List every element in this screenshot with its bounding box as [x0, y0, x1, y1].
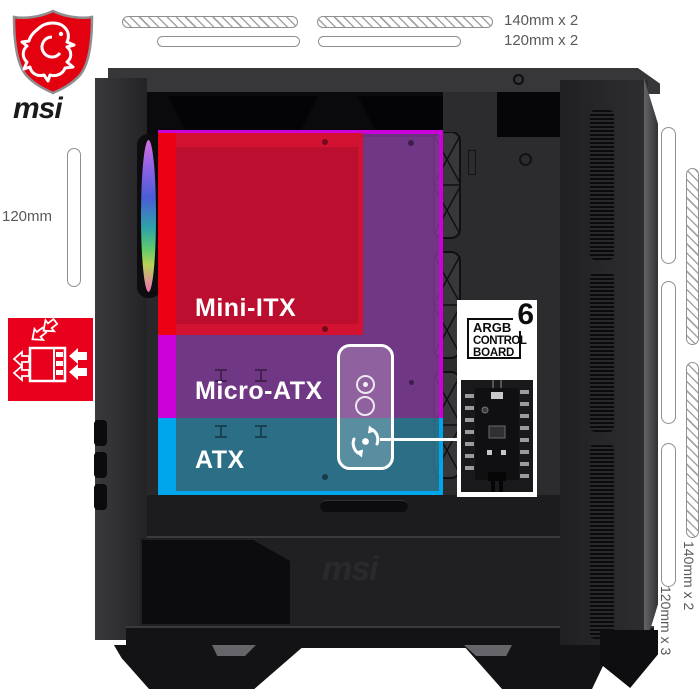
screw-dot [408, 140, 414, 146]
airflow-direction-icon [8, 318, 93, 401]
case-foot-left [113, 645, 305, 689]
top-fan-slot-140-1 [122, 16, 298, 28]
foot-accent [212, 645, 256, 656]
front-fan-slot-120 [67, 148, 81, 287]
top-fan-cutout [168, 96, 318, 132]
standoff-hole [355, 396, 375, 416]
vent-strip [590, 272, 614, 432]
overlay-micro-atx-border [158, 130, 443, 134]
side-fan-slot-120-2 [661, 281, 676, 424]
side-fan-slot-140-2 [686, 362, 699, 538]
side-fan-slot-140-1 [686, 168, 699, 345]
overlay-atx-border [158, 491, 443, 495]
argb-board-photo [461, 380, 533, 492]
top-fan-slot-120-1 [157, 36, 300, 47]
front-panel-tab [94, 484, 107, 510]
top-fan-label-140: 140mm x 2 [504, 12, 579, 29]
standoff-mark [215, 425, 227, 438]
overlay-label-atx: ATX [195, 446, 245, 474]
side-fan-label-120: 120mm x 3 [658, 586, 674, 656]
overlay-mini-itx-inner [176, 147, 358, 324]
screw-dot [322, 139, 328, 145]
front-fan-label: 120mm [2, 208, 53, 225]
rgb-fan [141, 140, 156, 292]
rotate-arrows-icon [351, 425, 380, 458]
argb-board-panel: 6 ARGB CONTROL BOARD [457, 300, 537, 497]
tray-slot [468, 150, 476, 175]
side-fan-slot-120-1 [661, 127, 676, 264]
case-bottom-rail [126, 626, 654, 648]
screw-dot [322, 326, 328, 332]
bottom-panel-recess [142, 540, 290, 624]
side-fan-label-140: 140mm x 2 [681, 541, 697, 611]
side-fan-slot-120-3 [661, 443, 676, 587]
overlay-label-micro-atx: Micro-ATX [195, 377, 323, 405]
standoff-hole-pin [363, 382, 368, 387]
screw-dot [322, 474, 328, 480]
callout-line [380, 438, 457, 441]
top-fan-slot-120-2 [318, 36, 461, 47]
argb-line1: ARGB [473, 320, 512, 335]
case-body-logo: msi [322, 550, 379, 588]
argb-line2: CONTROL [473, 334, 527, 347]
case-beveled-edge [644, 78, 658, 650]
vent-strip [590, 444, 614, 639]
standoff-hole [356, 375, 375, 394]
screw-icon [513, 74, 524, 85]
argb-line3: BOARD [473, 347, 515, 359]
overlay-atx-strip [158, 418, 176, 495]
overlay-atx-border [439, 418, 443, 495]
foot-accent [464, 645, 512, 656]
overlay-atx [158, 418, 443, 495]
front-panel-tab [94, 420, 107, 446]
rear-top-shadow [497, 92, 562, 137]
top-fan-label-120: 120mm x 2 [504, 32, 579, 49]
case-foot-rear [600, 630, 658, 688]
msi-dragon-shield-icon [12, 9, 94, 95]
argb-port-count: 6 [513, 300, 534, 331]
standoff-mark [255, 425, 267, 438]
standoff-mark [215, 369, 227, 382]
overlay-label-mini-itx: Mini-ITX [195, 294, 297, 322]
top-fan-slot-140-2 [317, 16, 493, 28]
shroud-handle [320, 500, 408, 512]
msi-wordmark: msi [13, 92, 63, 125]
standoff-tool-outline [337, 344, 394, 470]
overlay-micro-atx-border [439, 130, 443, 418]
overlay-micro-atx-strip [158, 335, 176, 418]
panel-edge-highlight [147, 536, 562, 538]
screw-dot [409, 380, 414, 385]
overlay-mini-itx-strip [158, 133, 176, 335]
screw-icon [519, 153, 532, 166]
front-panel-tab [94, 452, 107, 478]
standoff-mark [255, 369, 267, 382]
argb-board-title: ARGB CONTROL BOARD [467, 318, 527, 359]
vent-strip [590, 110, 614, 260]
